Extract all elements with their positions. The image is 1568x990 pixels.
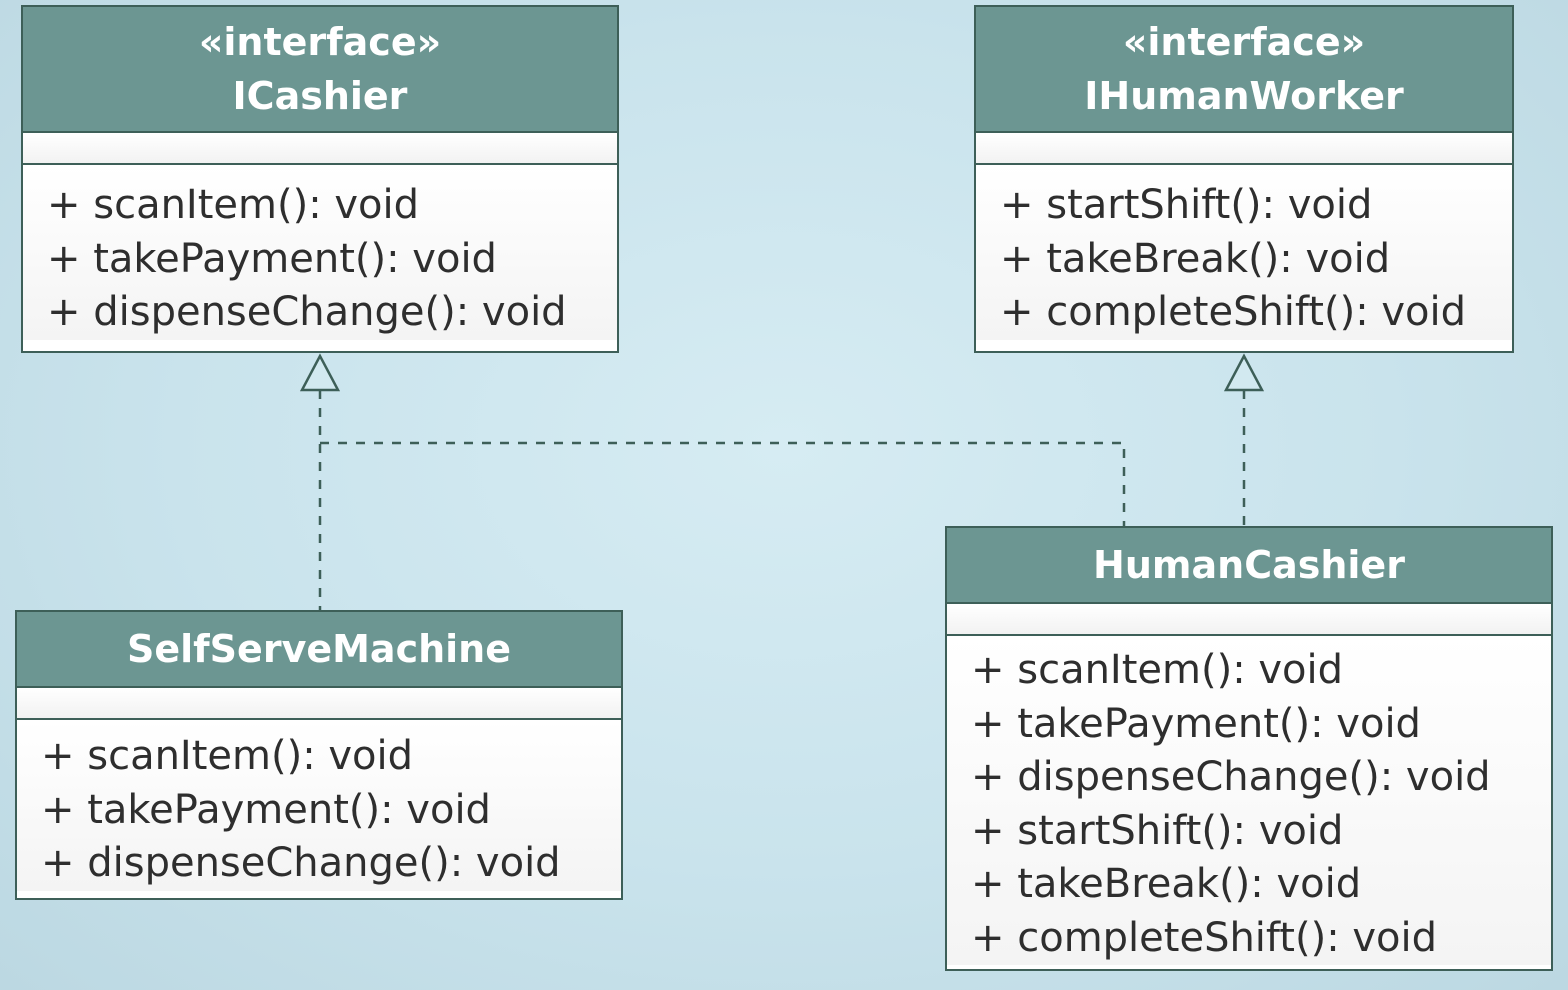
class-name: IHumanWorker: [1084, 74, 1404, 118]
class-header-humancashier: HumanCashier: [947, 528, 1551, 604]
operation: + takeBreak(): void: [971, 861, 1362, 907]
attributes-compartment: [17, 688, 621, 720]
operations-compartment: + scanItem(): void + takePayment(): void…: [17, 720, 621, 891]
operations-compartment: + scanItem(): void + takePayment(): void…: [23, 165, 617, 340]
operations-compartment: + startShift(): void + takeBreak(): void…: [976, 165, 1512, 340]
realization-arrowhead-ihumanworker: [1223, 353, 1265, 392]
operation: + dispenseChange(): void: [971, 754, 1491, 800]
class-box-ihumanworker: «interface» IHumanWorker + startShift():…: [974, 5, 1514, 353]
class-box-icashier: «interface» ICashier + scanItem(): void …: [21, 5, 619, 353]
operation: + takePayment(): void: [47, 235, 497, 282]
operation: + takeBreak(): void: [1000, 235, 1391, 282]
attributes-compartment: [976, 133, 1512, 165]
realization-arrowhead-icashier: [299, 353, 341, 392]
stereotype-label: «interface»: [1122, 20, 1366, 64]
operations-compartment: + scanItem(): void + takePayment(): void…: [947, 636, 1551, 965]
operation: + completeShift(): void: [971, 914, 1438, 961]
class-name: ICashier: [232, 74, 408, 118]
class-header-icashier: «interface» ICashier: [23, 7, 617, 133]
class-header-selfservemachine: SelfServeMachine: [17, 612, 621, 688]
realization-line-humancashier-to-icashier: [320, 441, 1126, 528]
attributes-compartment: [23, 133, 617, 165]
operation: + scanItem(): void: [41, 733, 414, 779]
operation: + dispenseChange(): void: [41, 840, 561, 886]
operation: + startShift(): void: [1000, 182, 1373, 228]
class-name: HumanCashier: [1093, 543, 1405, 587]
operation: + dispenseChange(): void: [47, 289, 567, 335]
class-name: SelfServeMachine: [126, 627, 511, 671]
attributes-compartment: [947, 604, 1551, 636]
operation: + takePayment(): void: [971, 700, 1421, 747]
operation: + scanItem(): void: [971, 647, 1344, 693]
operation: + scanItem(): void: [47, 182, 420, 228]
class-header-ihumanworker: «interface» IHumanWorker: [976, 7, 1512, 133]
operation: + startShift(): void: [971, 807, 1344, 854]
class-box-selfservemachine: SelfServeMachine + scanItem(): void + ta…: [15, 610, 623, 900]
operation: + takePayment(): void: [41, 786, 491, 833]
stereotype-label: «interface»: [198, 20, 442, 64]
operation: + completeShift(): void: [1000, 289, 1467, 335]
class-box-humancashier: HumanCashier + scanItem(): void + takePa…: [945, 526, 1553, 971]
